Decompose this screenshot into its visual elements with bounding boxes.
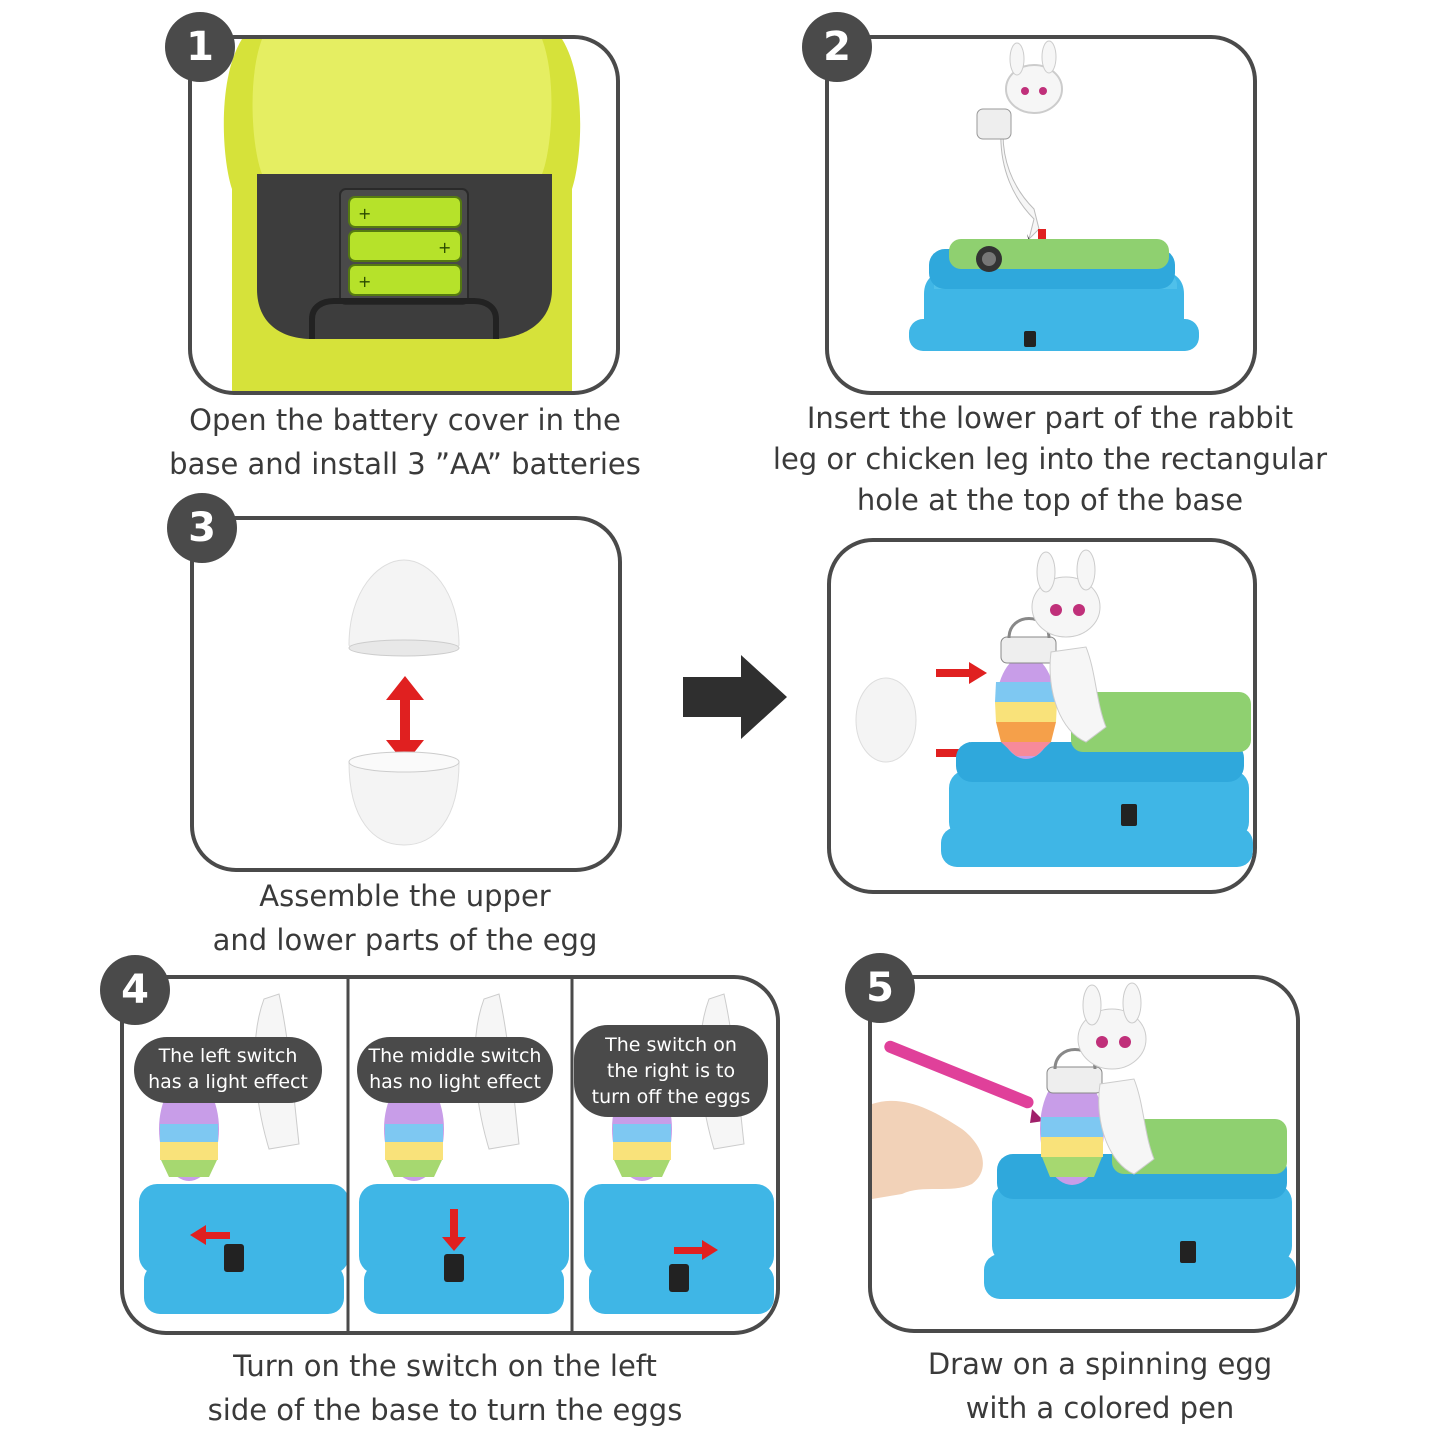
svg-text:+: + (358, 272, 371, 291)
step-5-badge: 5 (845, 953, 915, 1023)
assembled-toy-illustration (855, 549, 1253, 867)
svg-text:+: + (358, 204, 371, 223)
step-2-panel (825, 35, 1257, 395)
step-4-caption: Turn on the switch on the left side of t… (207, 1349, 683, 1427)
step-5-panel (868, 975, 1300, 1333)
step-1-panel: + + + (188, 35, 620, 395)
step-3-badge: 3 (167, 493, 237, 563)
svg-text:+: + (438, 238, 451, 257)
battery-compartment-illustration: + + + (223, 39, 581, 391)
assembled-result-panel (827, 538, 1257, 894)
arrow-right-icon (683, 655, 787, 739)
drawing-on-egg-illustration (872, 982, 1296, 1299)
step-2-caption: Insert the lower part of the rabbit leg … (772, 401, 1328, 517)
step-1-badge: 1 (165, 12, 235, 82)
right-switch-label: The switch on the right is to turn off t… (574, 1025, 768, 1117)
step-1-caption: Open the battery cover in the base and i… (169, 403, 641, 481)
step-2-badge: 2 (802, 12, 872, 82)
middle-switch-label: The middle switch has no light effect (357, 1037, 553, 1103)
step-4-badge: 4 (100, 955, 170, 1025)
rabbit-insert-illustration (909, 40, 1199, 351)
step-5-caption: Draw on a spinning egg with a colored pe… (927, 1347, 1273, 1425)
egg-assembly-illustration (348, 559, 460, 846)
scene-left (139, 993, 349, 1314)
step-3-panel (190, 516, 622, 872)
left-switch-label: The left switch has a light effect (134, 1037, 322, 1103)
step-3-caption: Assemble the upper and lower parts of th… (212, 879, 598, 957)
